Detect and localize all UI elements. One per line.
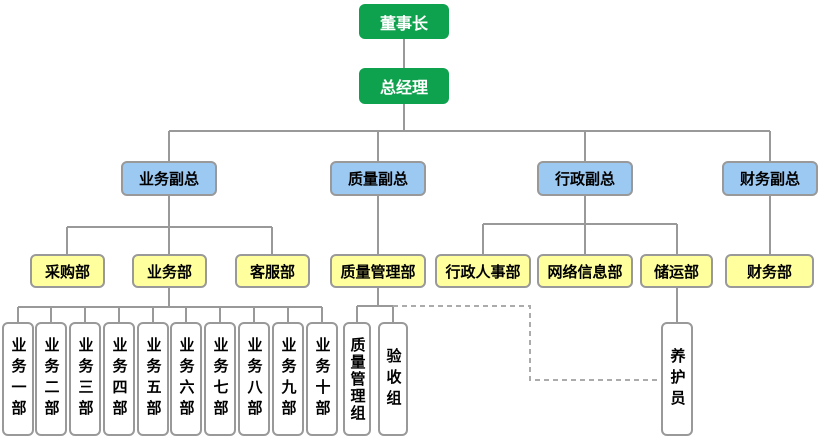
org-node-vp-finance: 财务副总 bbox=[722, 161, 818, 196]
org-node-maintenance-staff: 养护员 bbox=[661, 322, 693, 436]
org-node-general-manager: 总经理 bbox=[359, 68, 449, 104]
org-node-business-unit-7: 业务七部 bbox=[204, 322, 236, 436]
org-node-business-unit-5: 业务五部 bbox=[137, 322, 169, 436]
org-node-business-unit-8: 业务八部 bbox=[238, 322, 270, 436]
org-node-vp-quality: 质量副总 bbox=[330, 161, 426, 196]
org-node-dept-admin-hr: 行政人事部 bbox=[435, 254, 531, 288]
org-node-business-unit-2: 业务二部 bbox=[35, 322, 67, 436]
org-node-business-unit-4: 业务四部 bbox=[103, 322, 135, 436]
org-node-business-unit-1: 业务一部 bbox=[2, 322, 34, 436]
org-node-vp-business: 业务副总 bbox=[121, 161, 217, 196]
org-node-dept-customer-service: 客服部 bbox=[235, 254, 310, 288]
solid-connectors bbox=[17, 39, 771, 322]
org-node-dept-finance: 财务部 bbox=[725, 254, 814, 288]
org-node-business-unit-6: 业务六部 bbox=[170, 322, 202, 436]
org-node-dept-purchasing: 采购部 bbox=[30, 254, 105, 288]
org-node-chairman: 董事长 bbox=[359, 4, 449, 39]
org-node-quality-mgmt-team: 质量管理组 bbox=[343, 322, 371, 436]
org-node-acceptance-team: 验收组 bbox=[378, 322, 408, 436]
org-node-dept-quality-management: 质量管理部 bbox=[330, 254, 426, 288]
org-node-business-unit-3: 业务三部 bbox=[69, 322, 101, 436]
org-node-dept-network-info: 网络信息部 bbox=[537, 254, 633, 288]
dashed-connector bbox=[393, 305, 661, 381]
org-node-vp-admin: 行政副总 bbox=[537, 161, 633, 196]
org-node-dept-business: 业务部 bbox=[132, 254, 207, 288]
org-node-dept-storage-transport: 储运部 bbox=[640, 254, 713, 288]
org-node-business-unit-9: 业务九部 bbox=[272, 322, 304, 436]
org-node-business-unit-10: 业务十部 bbox=[306, 322, 338, 436]
